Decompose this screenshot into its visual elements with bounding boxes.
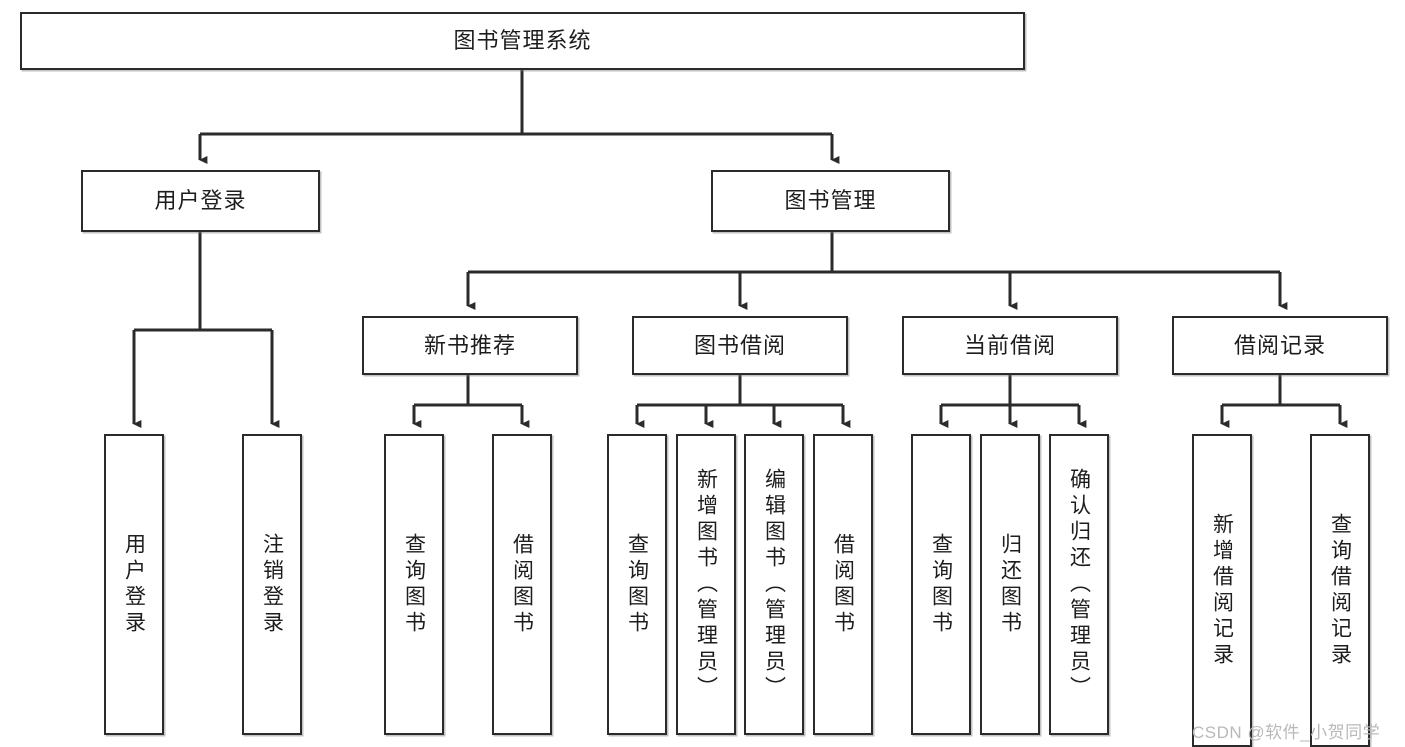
leaf-current-return-book[interactable]: 归还图书: [980, 434, 1040, 735]
node-borrow-records[interactable]: 借阅记录: [1172, 316, 1388, 375]
leaf-current-query-book[interactable]: 查询图书: [911, 434, 971, 735]
node-current-borrow[interactable]: 当前借阅: [902, 316, 1118, 375]
node-label: 用户登录: [154, 188, 247, 214]
node-label: 当前借阅: [963, 332, 1056, 358]
leaf-user-login-logout[interactable]: 注销登录: [242, 434, 302, 735]
leaf-recommend-borrow-book[interactable]: 借阅图书: [492, 434, 552, 735]
node-label: 归还图书: [998, 532, 1022, 637]
leaf-records-query-record[interactable]: 查询借阅记录: [1310, 434, 1370, 747]
watermark-text: CSDN @软件_小贺同学: [1192, 723, 1381, 742]
node-label: 图书借阅: [693, 332, 786, 358]
node-user-login[interactable]: 用户登录: [81, 170, 320, 232]
leaf-records-add-record[interactable]: 新增借阅记录: [1192, 434, 1252, 747]
node-root-system[interactable]: 图书管理系统: [20, 12, 1025, 70]
leaf-borrow-borrow-book[interactable]: 借阅图书: [813, 434, 873, 735]
leaf-recommend-query-book[interactable]: 查询图书: [384, 434, 444, 735]
node-label: 借阅图书: [510, 532, 534, 637]
node-label: 图书管理: [784, 188, 877, 214]
node-label: 新增借阅记录: [1210, 512, 1234, 669]
node-label: 查询图书: [929, 532, 953, 637]
node-label: 图书管理系统: [453, 28, 592, 54]
leaf-borrow-add-book[interactable]: 新增图书（管理员）: [676, 434, 736, 735]
node-label: 新书推荐: [423, 332, 516, 358]
node-label: 借阅记录: [1233, 332, 1326, 358]
node-label: 用户登录: [122, 532, 146, 637]
leaf-current-confirm-return[interactable]: 确认归还（管理员）: [1049, 434, 1109, 735]
node-label: 确认归还（管理员）: [1067, 467, 1091, 702]
node-book-borrow[interactable]: 图书借阅: [632, 316, 848, 375]
node-label: 查询借阅记录: [1328, 512, 1352, 669]
leaf-user-login-login[interactable]: 用户登录: [104, 434, 164, 735]
leaf-borrow-edit-book[interactable]: 编辑图书（管理员）: [744, 434, 804, 735]
leaf-borrow-query-book[interactable]: 查询图书: [607, 434, 667, 735]
node-label: 注销登录: [260, 532, 284, 637]
node-label: 借阅图书: [831, 532, 855, 637]
node-new-book-recommend[interactable]: 新书推荐: [362, 316, 578, 375]
node-label: 查询图书: [625, 532, 649, 637]
node-book-management[interactable]: 图书管理: [711, 170, 950, 232]
node-label: 查询图书: [402, 532, 426, 637]
node-label: 新增图书（管理员）: [694, 467, 718, 702]
node-label: 编辑图书（管理员）: [762, 467, 786, 702]
